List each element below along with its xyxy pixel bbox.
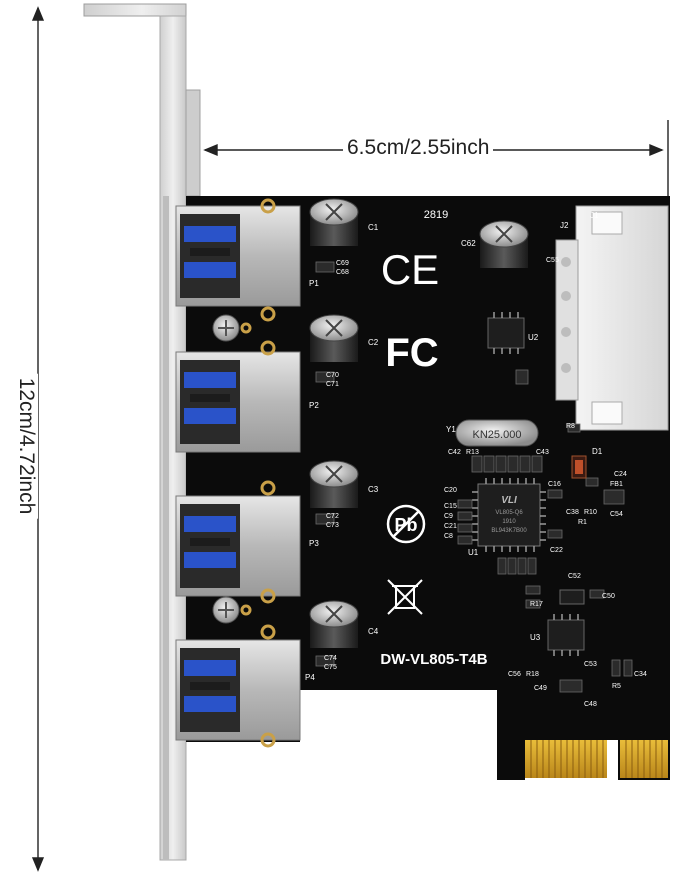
silk-c24: C24 [614, 471, 627, 478]
silk-c69: C69 [336, 260, 349, 267]
crystal-oscillator: KN25.000 [455, 419, 539, 447]
height-dimension-label: 12cm/4.72inch [14, 373, 38, 519]
solder-pads [240, 198, 276, 748]
capacitor-c2 [309, 314, 359, 362]
capacitor-c1 [309, 198, 359, 246]
silk-c55: C55 [546, 257, 559, 264]
silk-r13: R13 [466, 449, 479, 456]
silk-j1: J1 [590, 211, 599, 220]
board-model-marking: DW-VL805-T4B [380, 651, 487, 668]
silk-c48: C48 [584, 701, 597, 708]
silk-r8: R8 [566, 423, 575, 430]
port-label-p1: P1 [309, 279, 319, 288]
vl805-controller-chip: VLI VL805-Q6 1910 BL943K7B00 [472, 478, 546, 552]
silk-c20: C20 [444, 487, 457, 494]
molex-power-connector [555, 205, 669, 431]
chip-vendor: VLI [501, 495, 517, 506]
silk-u2: U2 [528, 333, 539, 342]
silk-r10: R10 [584, 509, 597, 516]
silk-c74: C74 [324, 655, 337, 662]
port-label-p2: P2 [309, 401, 319, 410]
silk-c56: C56 [508, 671, 521, 678]
silk-c75: C75 [324, 664, 337, 671]
silk-r17: R17 [530, 601, 543, 608]
silk-c42: C42 [448, 449, 461, 456]
silk-c9: C9 [444, 513, 453, 520]
height-dimension-line [31, 6, 45, 872]
silk-u3: U3 [530, 633, 541, 642]
silk-c38: C38 [566, 509, 579, 516]
svg-text:CE: CE [381, 246, 439, 293]
silk-fb1: FB1 [610, 481, 623, 488]
silk-c73: C73 [326, 522, 339, 529]
capacitor-c3 [309, 460, 359, 508]
svg-text:Pb: Pb [394, 515, 417, 535]
chip-u2 [487, 312, 525, 354]
silk-r1: R1 [578, 519, 587, 526]
chip-line2: 1910 [502, 519, 516, 525]
silk-c71: C71 [326, 381, 339, 388]
cap-label-c2: C2 [368, 338, 379, 347]
pcie-gold-fingers [525, 740, 668, 778]
ce-mark: CE [381, 246, 439, 293]
usb-port-1 [175, 205, 301, 307]
silk-c15: C15 [444, 503, 457, 510]
silk-c54: C54 [610, 511, 623, 518]
crystal-label: KN25.000 [473, 429, 522, 441]
svg-text:FC: FC [385, 331, 438, 375]
port-label-p3: P3 [309, 539, 319, 548]
silk-c53: C53 [584, 661, 597, 668]
weee-bin-mark [387, 579, 423, 615]
cap-label-c62: C62 [461, 239, 476, 248]
silk-c49: C49 [534, 685, 547, 692]
pb-free-mark: Pb [386, 504, 426, 544]
port-label-p4: P4 [305, 673, 315, 682]
cap-label-c3: C3 [368, 485, 379, 494]
silk-r5: R5 [612, 683, 621, 690]
smd-components [315, 261, 633, 693]
cap-label-c4: C4 [368, 627, 379, 636]
silk-y1: Y1 [446, 425, 456, 434]
silk-c43: C43 [536, 449, 549, 456]
fcc-mark: FC [385, 331, 438, 375]
silk-c22: C22 [550, 547, 563, 554]
silk-r18: R18 [526, 671, 539, 678]
silk-c52: C52 [568, 573, 581, 580]
chip-u3 [547, 614, 585, 656]
silk-c16: C16 [548, 481, 561, 488]
silk-d1: D1 [592, 447, 603, 456]
silk-c70: C70 [326, 372, 339, 379]
silk-c72: C72 [326, 513, 339, 520]
width-dimension-label: 6.5cm/2.55inch [343, 136, 494, 160]
mounting-screw [212, 314, 240, 342]
led-d1 [571, 455, 587, 479]
cap-label-c1: C1 [368, 223, 379, 232]
date-code: 2819 [424, 209, 448, 221]
usb-port-4 [175, 639, 301, 741]
silk-c68: C68 [336, 269, 349, 276]
silk-c34: C34 [634, 671, 647, 678]
chip-line3: BL943K7B00 [491, 528, 527, 534]
capacitor-c62 [479, 220, 529, 268]
silk-c8: C8 [444, 533, 453, 540]
mounting-screw [212, 596, 240, 624]
silk-c50: C50 [602, 593, 615, 600]
usb-port-2 [175, 351, 301, 453]
silk-c21: C21 [444, 523, 457, 530]
chip-small [559, 589, 585, 605]
usb-port-3 [175, 495, 301, 597]
chip-model: VL805-Q6 [495, 510, 523, 516]
capacitor-c4 [309, 600, 359, 648]
silk-u1: U1 [468, 548, 479, 557]
silk-j2: J2 [560, 221, 569, 230]
